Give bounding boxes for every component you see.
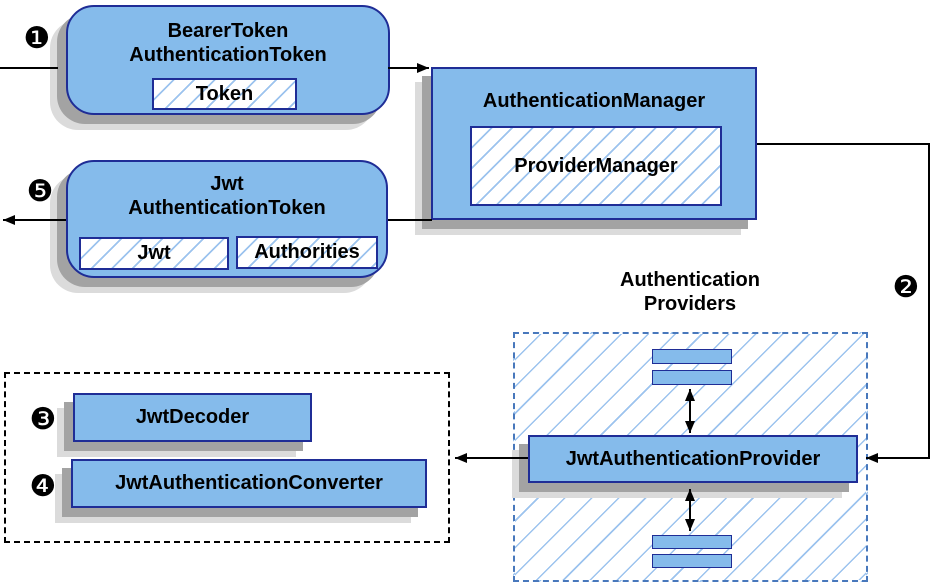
- provider-manager-chip: ProviderManager: [470, 126, 722, 206]
- jwt-authentication-token-box: Jwt AuthenticationToken Jwt Authorities: [66, 160, 388, 278]
- step-2-badge: ❷: [892, 270, 920, 305]
- authorities-chip: Authorities: [236, 236, 378, 269]
- step-4-badge: ❹: [29, 469, 57, 504]
- bearer-token-title-line1: BearerToken: [167, 20, 289, 42]
- authentication-manager-box: AuthenticationManager ProviderManager: [431, 67, 757, 220]
- jwt-token-title-line1: Jwt: [210, 173, 244, 195]
- token-chip: Token: [152, 78, 297, 110]
- jwt-chip-label: Jwt: [137, 242, 171, 264]
- provider-slot: [652, 554, 732, 568]
- bearer-token-authentication-token-box: BearerToken AuthenticationToken Token: [66, 5, 390, 115]
- authentication-providers-label: Authentication Providers: [620, 268, 760, 316]
- jwt-decoder-label: JwtDecoder: [135, 406, 250, 428]
- bearer-token-authentication-token-title: BearerToken AuthenticationToken: [68, 19, 388, 67]
- jwt-token-title-line2: AuthenticationToken: [128, 197, 326, 219]
- decoder-converter-group: [4, 372, 450, 543]
- bearer-token-title-line2: AuthenticationToken: [129, 44, 327, 66]
- jwt-decoder-box: JwtDecoder: [73, 393, 312, 442]
- jwt-authentication-provider-box: JwtAuthenticationProvider: [528, 435, 858, 483]
- jwt-authentication-provider-label: JwtAuthenticationProvider: [565, 447, 821, 470]
- provider-slot: [652, 370, 732, 385]
- step-3-badge: ❸: [29, 402, 57, 437]
- token-chip-label: Token: [195, 82, 254, 105]
- jwt-authentication-token-title: Jwt AuthenticationToken: [68, 172, 386, 220]
- authorities-chip-label: Authorities: [254, 241, 360, 263]
- jwt-authentication-converter-label: JwtAuthenticationConverter: [115, 472, 383, 494]
- provider-slot: [652, 535, 732, 549]
- jwt-chip: Jwt: [79, 237, 229, 270]
- jwt-authentication-converter-box: JwtAuthenticationConverter: [71, 459, 427, 508]
- provider-slot: [652, 349, 732, 364]
- authentication-manager-title: AuthenticationManager: [482, 90, 706, 112]
- authentication-providers-label-line2: Providers: [643, 293, 737, 315]
- step-5-badge: ❺: [26, 174, 54, 209]
- provider-manager-chip-label: ProviderManager: [514, 154, 678, 177]
- authentication-providers-label-line1: Authentication: [620, 269, 760, 291]
- step-1-badge: ❶: [23, 21, 51, 56]
